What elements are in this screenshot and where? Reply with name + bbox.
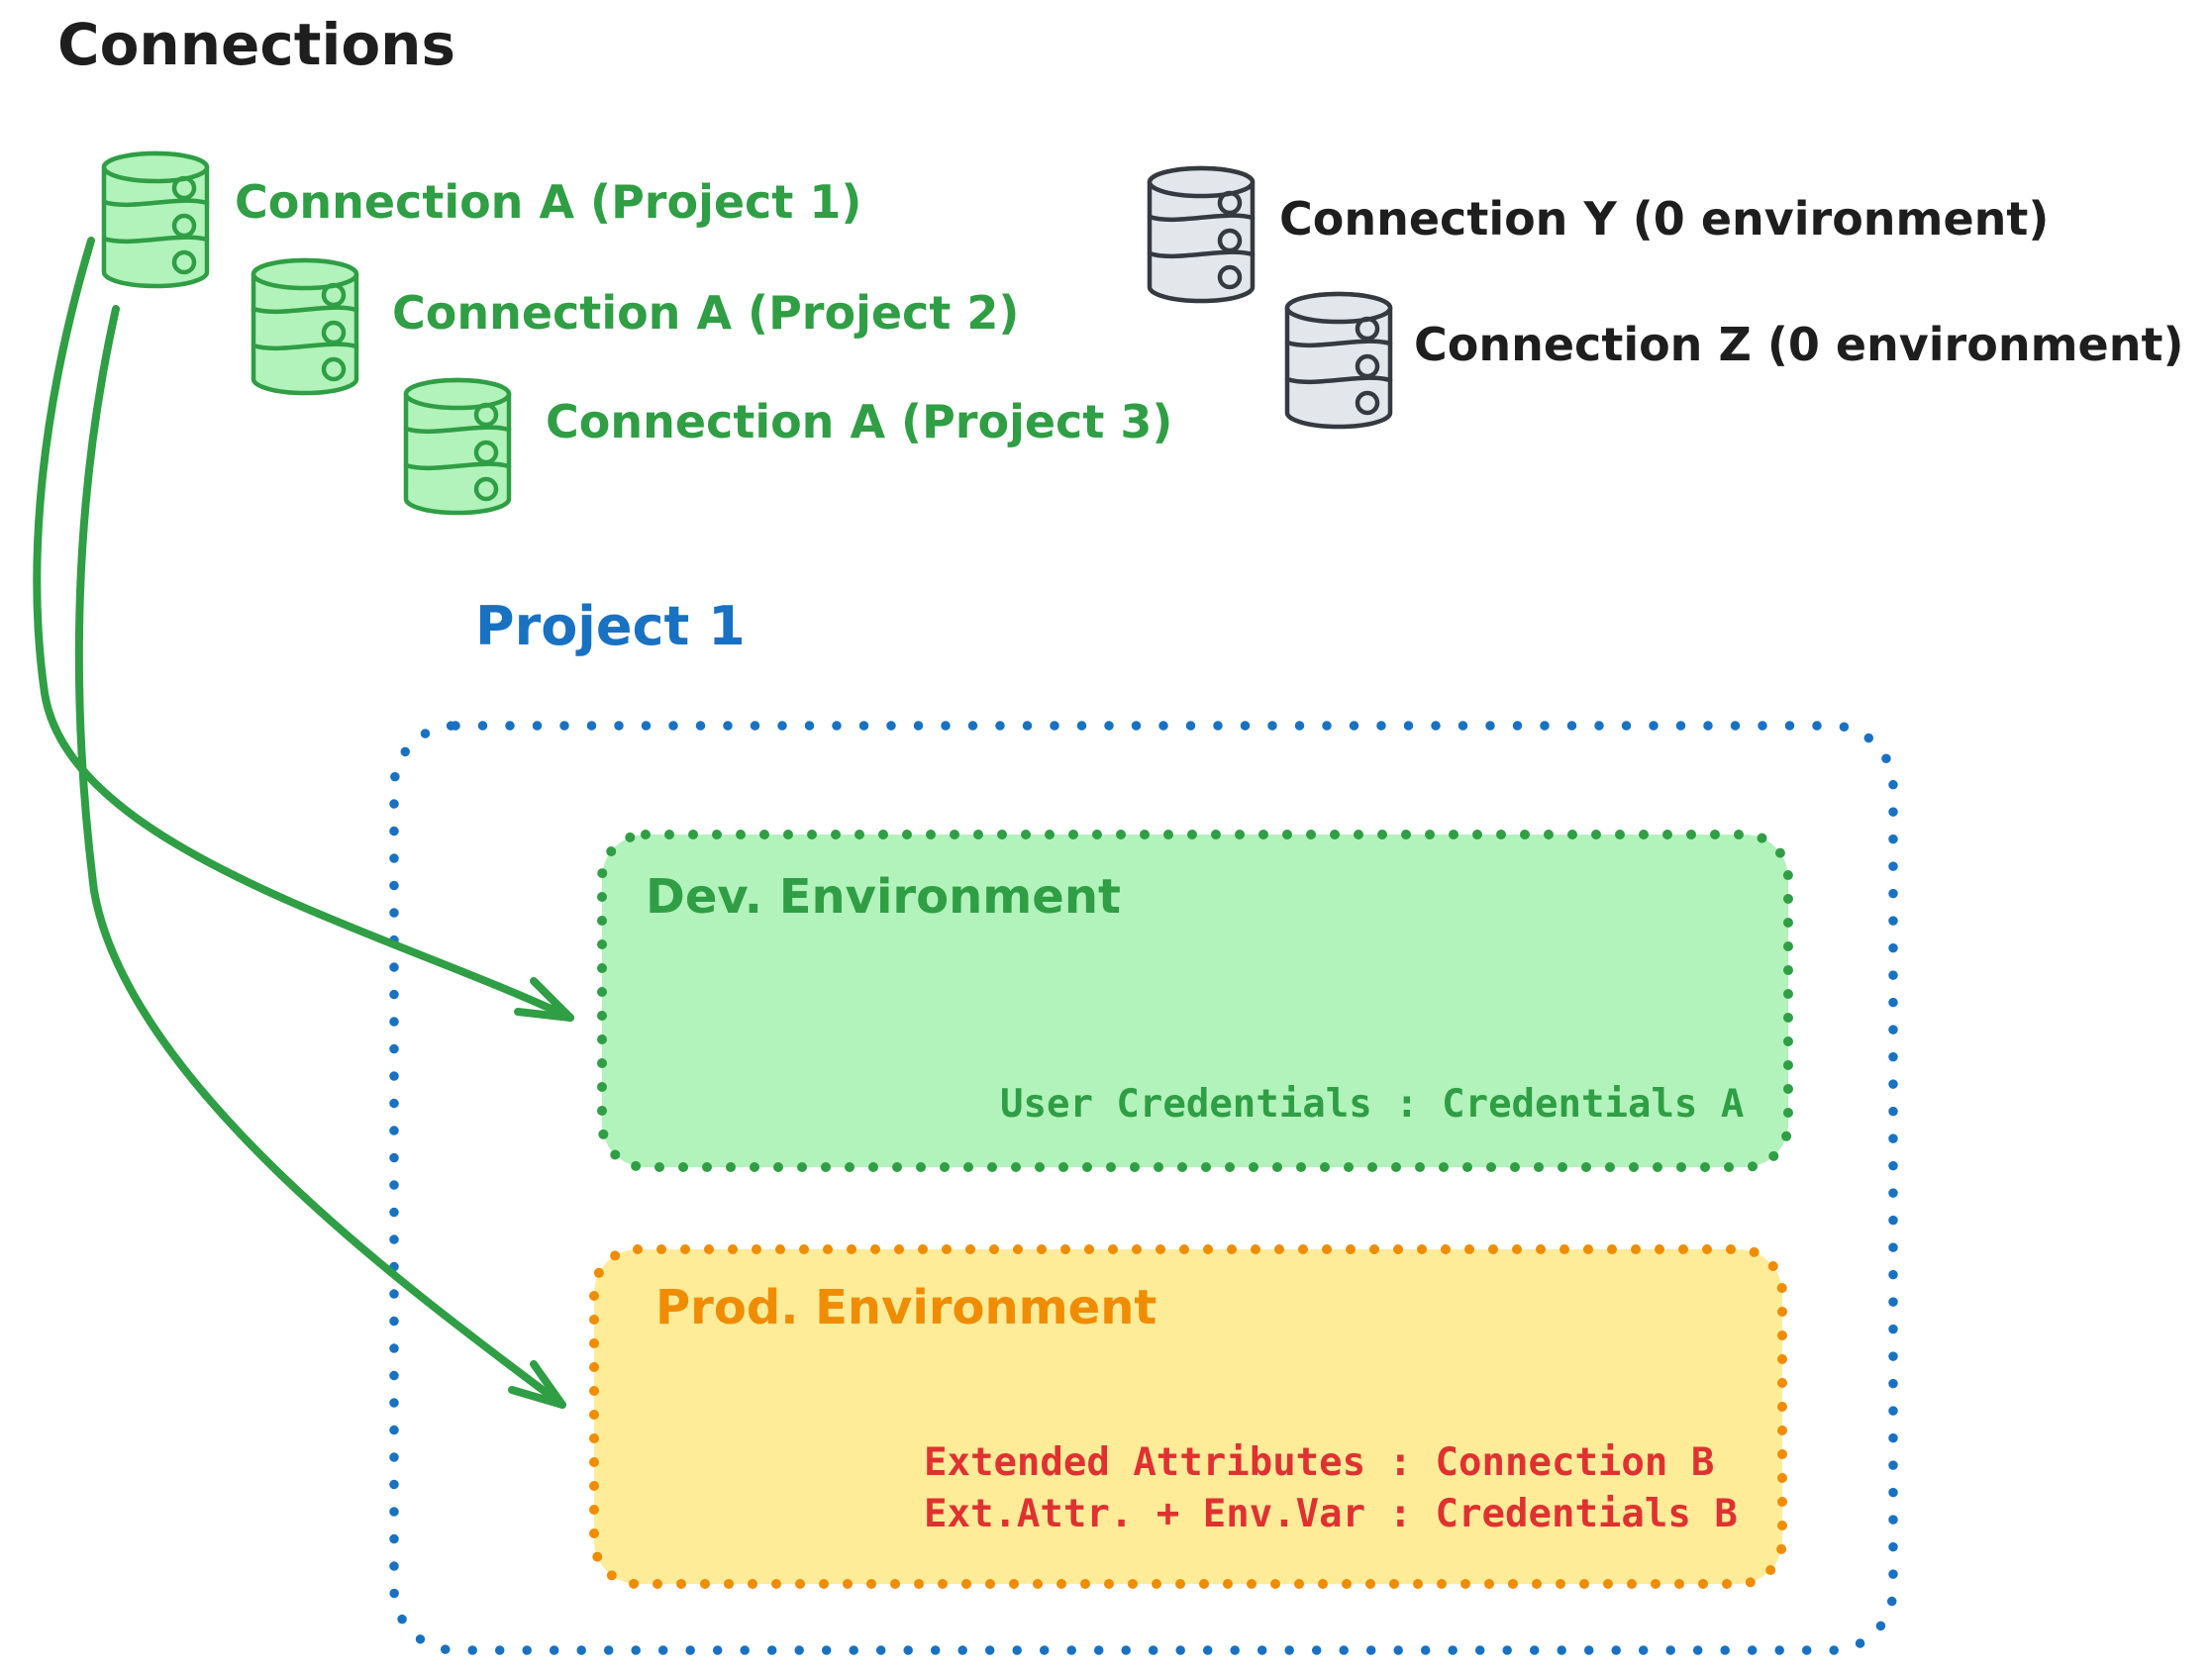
database-icon-connection-a-project-1 <box>104 153 207 286</box>
prod-environment-title: Prod. Environment <box>655 1280 1157 1335</box>
project-1-container <box>389 721 1898 1655</box>
database-icon-connection-z <box>1287 294 1390 427</box>
connection-z-label: Connection Z (0 environment) <box>1414 318 2184 371</box>
database-icon-connection-y <box>1150 168 1253 301</box>
connection-a-project-2-label: Connection A (Project 2) <box>392 286 1020 340</box>
connection-y-label: Connection Y (0 environment) <box>1279 192 2050 246</box>
prod-environment-line-2: Ext.Attr. + Env.Var : Credentials B <box>924 1492 1738 1536</box>
prod-environment-line-1: Extended Attributes : Connection B <box>924 1440 1715 1485</box>
dev-environment-box <box>597 830 1793 1172</box>
database-icon-connection-a-project-2 <box>253 260 356 393</box>
database-icon-connection-a-project-3 <box>406 380 509 513</box>
arrow-connection-a-to-prod-environment <box>74 305 566 1409</box>
diagram-title: Connections <box>57 11 455 78</box>
dev-environment-credentials-line: User Credentials : Credentials A <box>1000 1082 1745 1127</box>
connection-a-project-3-label: Connection A (Project 3) <box>546 395 1173 448</box>
project-1-title: Project 1 <box>475 595 746 657</box>
arrow-connection-a-to-dev-environment <box>33 237 574 1022</box>
prod-environment-box <box>589 1244 1787 1589</box>
dev-environment-title: Dev. Environment <box>646 869 1121 925</box>
connection-a-project-1-label: Connection A (Project 1) <box>235 175 862 229</box>
